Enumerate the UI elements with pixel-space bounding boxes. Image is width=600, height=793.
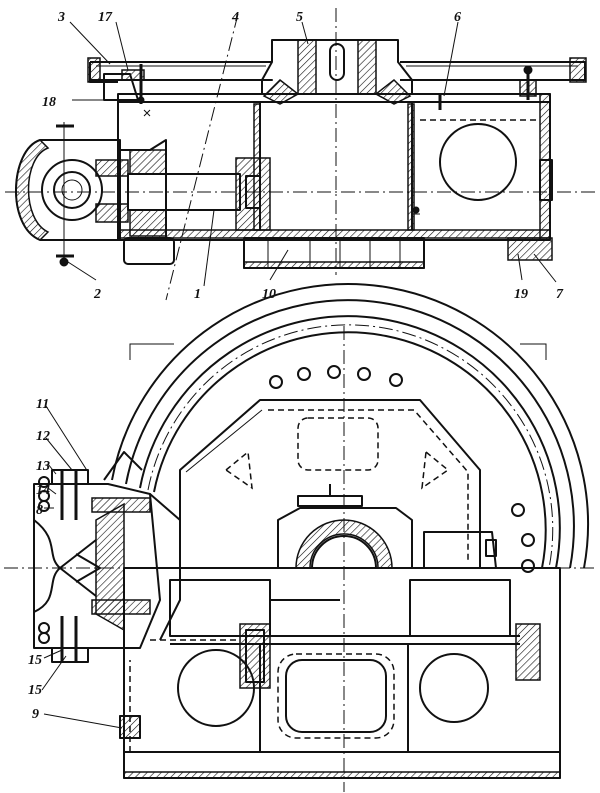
front-view <box>4 282 596 792</box>
callout-2: 2 <box>93 287 101 302</box>
top-window <box>297 417 379 471</box>
callout-11: 11 <box>36 397 49 412</box>
lower-frame <box>123 567 561 779</box>
callout-4: 4 <box>231 10 239 25</box>
callout-9: 9 <box>32 707 39 722</box>
callout-17: 17 <box>98 10 113 25</box>
cross-mark <box>143 109 151 117</box>
rim-bolt <box>357 367 371 381</box>
vent-window-right <box>421 450 450 490</box>
callout-5: 5 <box>296 10 303 25</box>
callout-7: 7 <box>556 287 564 302</box>
rim-bolt <box>521 533 535 547</box>
armature-ring <box>295 519 393 569</box>
rim-bolt <box>269 375 283 389</box>
bolt-head <box>59 257 69 267</box>
front-view-leaders <box>41 405 123 729</box>
cover-flange-left <box>87 57 101 83</box>
callout-8: 8 <box>36 503 43 518</box>
callout-14: 14 <box>36 483 50 498</box>
housing-wall-right <box>357 39 377 95</box>
rect-hatch-cover <box>285 659 387 733</box>
rim-bolts <box>269 365 535 573</box>
callout-10: 10 <box>262 287 276 302</box>
callout-15-upper: 15 <box>28 653 42 668</box>
top-view-leaders <box>67 21 557 287</box>
rim-bolt <box>327 365 341 379</box>
callout-12: 12 <box>36 429 50 444</box>
inner-rim <box>139 315 561 569</box>
foot-pad <box>507 237 553 261</box>
left-foot <box>123 237 175 265</box>
suspension-bracket <box>33 483 161 649</box>
callout-3: 3 <box>57 10 65 25</box>
spring-pack <box>33 519 61 613</box>
frame-box <box>117 93 551 241</box>
right-support <box>515 623 541 681</box>
link-boss <box>239 623 271 689</box>
callout-1: 1 <box>194 287 201 302</box>
rim-bolt <box>389 373 403 387</box>
callout-18: 18 <box>42 95 56 110</box>
housing-wall-left <box>297 39 317 95</box>
axis-line-4 <box>165 13 239 301</box>
vent-window-left <box>224 450 253 490</box>
armature-housing <box>277 507 413 568</box>
oil-slot <box>329 43 345 81</box>
round-window-right <box>419 653 489 723</box>
frame-bottom-plate <box>117 229 551 239</box>
gear-boss <box>235 157 271 231</box>
callout-15-lower: 15 <box>28 683 42 698</box>
longitudinal-section <box>5 8 596 301</box>
callout-6: 6 <box>454 10 461 25</box>
rim-bolt <box>521 559 535 573</box>
bottom-bolt-block <box>119 715 141 739</box>
top-cover <box>89 61 586 81</box>
bearing-inner-ring <box>53 171 91 209</box>
callout-13: 13 <box>36 459 50 474</box>
outer-rim <box>111 282 589 569</box>
callout-19: 19 <box>514 287 528 302</box>
callout-labels: 3 17 4 5 6 18 2 1 10 19 7 11 12 13 14 8 … <box>28 10 564 722</box>
rim-bolt <box>297 367 311 381</box>
cover-flange-right <box>569 57 587 83</box>
frame-end-wall <box>539 93 551 241</box>
rim-bolt <box>511 503 525 517</box>
bearing-outer-ring <box>41 159 103 221</box>
inspection-opening <box>439 123 517 201</box>
